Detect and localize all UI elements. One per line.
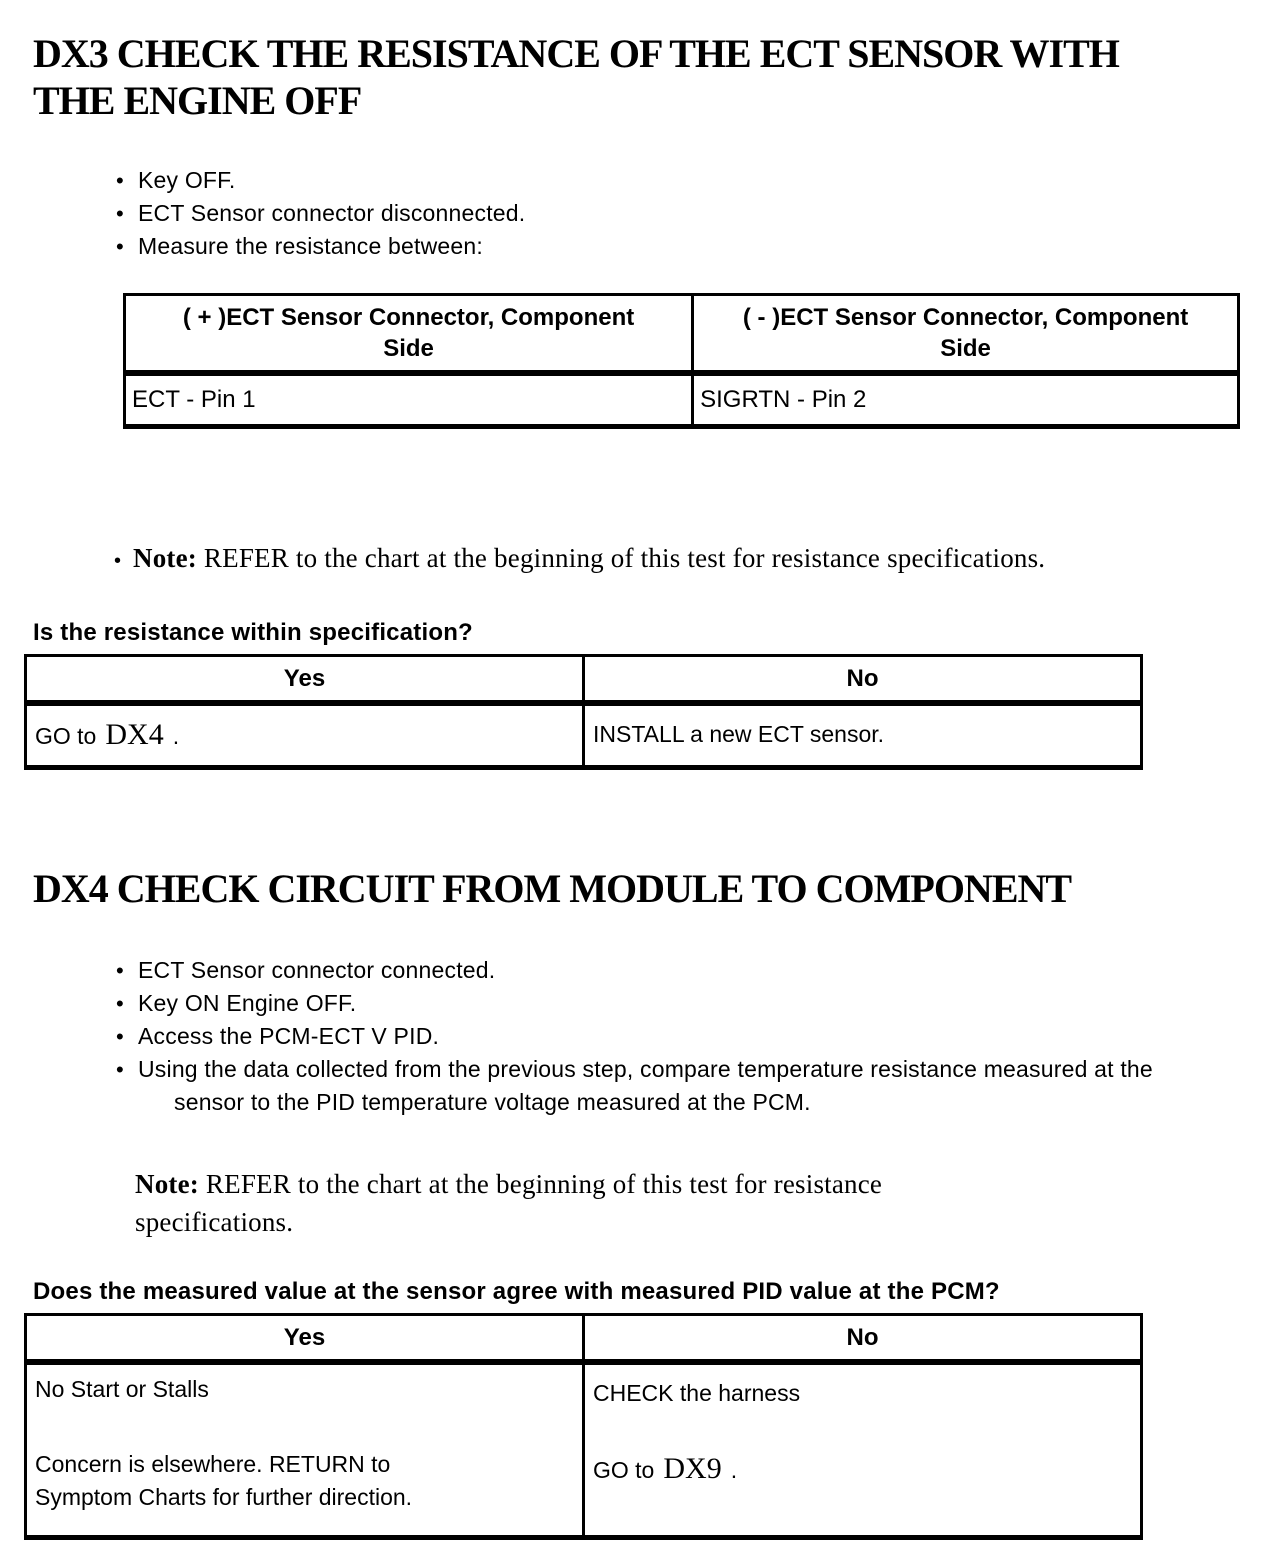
note-label: Note: bbox=[133, 543, 197, 573]
dx4-bullet-list: • ECT Sensor connector connected. • Key … bbox=[0, 954, 1280, 1119]
list-item: • ECT Sensor connector disconnected. bbox=[116, 197, 1280, 230]
action-line: GO to DX9. bbox=[593, 1452, 1132, 1487]
no-header-cell: No bbox=[582, 1313, 1143, 1365]
action-prefix: GO to bbox=[593, 1457, 655, 1483]
action-line: No Start or Stalls bbox=[35, 1376, 209, 1402]
yes-action-cell: No Start or Stalls Concern is elsewhere.… bbox=[24, 1360, 585, 1540]
list-item: • Measure the resistance between: bbox=[116, 230, 1280, 263]
ect-pin-table: ( + )ECT Sensor Connector, Component Sid… bbox=[122, 293, 1240, 429]
section-dx3: DX3 CHECK THE RESISTANCE OF THE ECT SENS… bbox=[0, 0, 1280, 770]
dx3-note: • Note: REFER to the chart at the beginn… bbox=[114, 539, 1280, 580]
action-line: CHECK the harness bbox=[593, 1380, 801, 1406]
dx3-bullet-list: • Key OFF. • ECT Sensor connector discon… bbox=[0, 164, 1280, 263]
section-dx4: DX4 CHECK CIRCUIT FROM MODULE TO COMPONE… bbox=[0, 865, 1280, 1540]
section-dx4-heading-line1: DX4 CHECK CIRCUIT FROM MODULE TO COMPONE… bbox=[33, 866, 1072, 911]
bullet-text: ECT Sensor connector disconnected. bbox=[138, 200, 526, 226]
list-item: • Key OFF. bbox=[116, 164, 1280, 197]
bullet-icon: • bbox=[116, 168, 124, 193]
dx4-ref-link[interactable]: DX4 bbox=[105, 718, 164, 751]
table-row: No Start or Stalls Concern is elsewhere.… bbox=[24, 1360, 1143, 1540]
table-header-row: Yes No bbox=[24, 1313, 1143, 1365]
bullet-icon: • bbox=[116, 1057, 124, 1082]
table-header-row: Yes No bbox=[24, 654, 1143, 706]
note-text: REFER to the chart at the beginning of t… bbox=[196, 543, 1046, 573]
table-row: ECT - Pin 1 SIGRTN - Pin 2 bbox=[122, 371, 1240, 429]
section-dx4-heading: DX4 CHECK CIRCUIT FROM MODULE TO COMPONE… bbox=[33, 865, 1240, 912]
dx4-note: Note: REFER to the chart at the beginnin… bbox=[135, 1165, 1280, 1241]
dx9-ref-link[interactable]: DX9 bbox=[663, 1452, 722, 1485]
action-line: INSTALL a new ECT sensor. bbox=[593, 721, 885, 747]
bullet-text: Access the PCM-ECT V PID. bbox=[138, 1023, 440, 1049]
section-dx3-heading: DX3 CHECK THE RESISTANCE OF THE ECT SENS… bbox=[33, 0, 1240, 124]
bullet-icon: • bbox=[116, 234, 124, 259]
action-suffix: . bbox=[172, 723, 180, 749]
action-suffix: . bbox=[730, 1457, 738, 1483]
bullet-text: Using the data collected from the previo… bbox=[138, 1056, 1153, 1115]
yes-action-cell: GO to DX4. bbox=[24, 701, 585, 770]
dx3-decision-table: Yes No GO to DX4. INSTALL a new ECT senso… bbox=[24, 654, 1143, 770]
section-dx3-heading-line2: THE ENGINE OFF bbox=[33, 78, 362, 123]
list-item: • Key ON Engine OFF. bbox=[116, 987, 1280, 1020]
bullet-icon: • bbox=[116, 1024, 124, 1049]
table-row: GO to DX4. INSTALL a new ECT sensor. bbox=[24, 701, 1143, 770]
list-item: • Access the PCM-ECT V PID. bbox=[116, 1020, 1280, 1053]
bullet-text: ECT Sensor connector connected. bbox=[138, 957, 496, 983]
bullet-text: Key ON Engine OFF. bbox=[138, 990, 357, 1016]
bullet-icon: • bbox=[116, 201, 124, 226]
dx4-decision-table: Yes No No Start or Stalls Concern is els… bbox=[24, 1313, 1143, 1540]
pin-table-positive-header: ( + )ECT Sensor Connector, Component Sid… bbox=[122, 293, 695, 376]
pin-table-positive-value: ECT - Pin 1 bbox=[122, 371, 695, 429]
dx4-question: Does the measured value at the sensor ag… bbox=[33, 1278, 1000, 1305]
no-header-cell: No bbox=[582, 654, 1143, 706]
dx3-question: Is the resistance within specification? bbox=[33, 619, 473, 646]
bullet-text: Key OFF. bbox=[138, 167, 236, 193]
note-content: Note: REFER to the chart at the beginnin… bbox=[133, 539, 1045, 577]
yes-header-cell: Yes bbox=[24, 1313, 585, 1365]
note-text: REFER to the chart at the beginning of t… bbox=[135, 1169, 883, 1237]
no-action-cell: CHECK the harness GO to DX9. bbox=[582, 1360, 1143, 1540]
pin-table-negative-header: ( - )ECT Sensor Connector, Component Sid… bbox=[691, 293, 1240, 376]
action-line: GO to DX4. bbox=[35, 718, 574, 753]
bullet-text: Measure the resistance between: bbox=[138, 233, 484, 259]
no-action-cell: INSTALL a new ECT sensor. bbox=[582, 701, 1143, 770]
pin-table-negative-value: SIGRTN - Pin 2 bbox=[691, 371, 1240, 429]
action-line: Concern is elsewhere. RETURN to Symptom … bbox=[35, 1451, 413, 1510]
action-prefix: GO to bbox=[35, 723, 97, 749]
bullet-icon: • bbox=[116, 958, 124, 983]
table-header-row: ( + )ECT Sensor Connector, Component Sid… bbox=[122, 293, 1240, 376]
section-dx3-heading-line1: DX3 CHECK THE RESISTANCE OF THE ECT SENS… bbox=[33, 31, 1120, 76]
list-item: • ECT Sensor connector connected. bbox=[116, 954, 1280, 987]
note-content: Note: REFER to the chart at the beginnin… bbox=[135, 1165, 1045, 1241]
bullet-icon: • bbox=[114, 550, 122, 572]
yes-header-cell: Yes bbox=[24, 654, 585, 706]
list-item: • Using the data collected from the prev… bbox=[116, 1053, 1280, 1119]
note-label: Note: bbox=[135, 1169, 199, 1199]
bullet-icon: • bbox=[116, 991, 124, 1016]
